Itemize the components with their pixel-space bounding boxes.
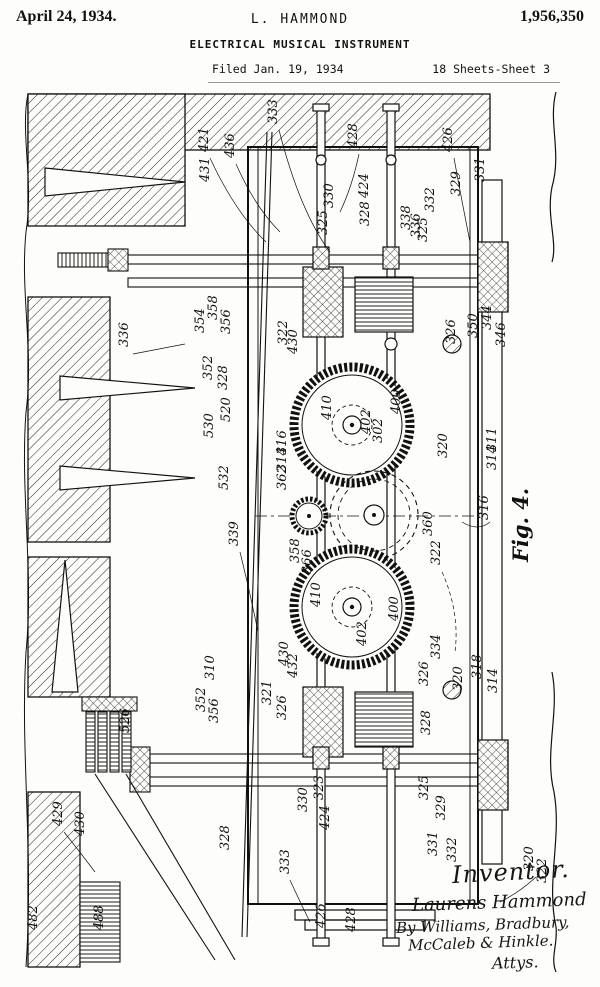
reference-numeral: 532: [217, 465, 232, 490]
reference-numeral: 432: [286, 653, 301, 679]
signature-attys: Attys.: [492, 952, 539, 973]
reference-numeral: 320: [451, 666, 466, 691]
reference-numeral: 328: [218, 825, 233, 850]
pinion-gear: [292, 499, 326, 533]
figure-label: Fig. 4.: [508, 488, 533, 563]
reference-numeral: 328: [419, 710, 434, 735]
coil-assemblies: [303, 247, 461, 769]
reference-numeral: 356: [207, 698, 222, 723]
reference-numeral: 520: [219, 397, 234, 422]
reference-numeral: 410: [320, 395, 335, 421]
reference-numeral: 339: [227, 521, 242, 546]
reference-numeral: 329: [449, 171, 464, 196]
reference-numeral: 323: [312, 775, 327, 800]
drive-rod: [242, 132, 272, 937]
reference-numeral: 424: [318, 805, 333, 831]
reference-numeral: 360: [421, 511, 436, 536]
reference-numeral: 321: [260, 680, 275, 705]
reference-numeral: 429: [51, 801, 66, 827]
reference-numeral: 314: [486, 668, 501, 693]
reference-numeral: 310: [203, 655, 218, 680]
reference-numeral: 326: [417, 661, 432, 686]
reference-numeral: 350: [466, 313, 481, 338]
reference-numeral: 530: [202, 413, 217, 438]
patent-title: ELECTRICAL MUSICAL INSTRUMENT: [0, 38, 600, 51]
inventor-name-header: L. HAMMOND: [0, 12, 600, 27]
figure-4-drawing: 3334214364314284264243303283313293323383…: [0, 92, 600, 972]
reference-numeral: 316: [477, 495, 492, 520]
reference-numeral: 346: [494, 322, 509, 347]
reference-numeral: 356: [219, 309, 234, 334]
gear-large-top: [294, 367, 410, 483]
reference-numeral: 362: [275, 465, 290, 490]
reference-numeral: 330: [322, 183, 337, 208]
reference-numeral: 325: [316, 210, 331, 235]
reference-numeral: 331: [426, 831, 441, 856]
reference-numeral: 325: [416, 217, 431, 242]
filed-date: Filed Jan. 19, 1934: [212, 62, 344, 76]
reference-numeral: 430: [73, 811, 88, 837]
reference-numeral: 331: [473, 157, 488, 182]
reference-numeral: 332: [445, 837, 460, 862]
reference-numeral: 366: [300, 549, 315, 574]
reference-numeral: 328: [358, 201, 373, 226]
reference-numeral: 318: [470, 654, 485, 679]
reference-numeral: 426: [314, 903, 329, 929]
reference-numeral: 421: [197, 127, 212, 153]
reference-numeral: 330: [296, 787, 311, 812]
reference-numeral: 334: [429, 634, 444, 659]
reference-numeral: 329: [434, 795, 449, 820]
reference-numeral: 428: [346, 123, 361, 149]
reference-numeral: 333: [278, 849, 293, 874]
reference-numeral: 436: [223, 133, 238, 159]
reference-numeral: 336: [117, 322, 132, 347]
reference-numeral: 482: [26, 905, 41, 931]
reference-numeral: 325: [417, 775, 432, 800]
sheet-number: 18 Sheets-Sheet 3: [432, 62, 550, 76]
reference-numeral: 402: [355, 621, 370, 647]
reference-numeral: 400: [387, 596, 402, 622]
patent-number: 1,956,350: [520, 8, 584, 26]
reference-numeral: 410: [309, 582, 324, 608]
reference-numeral: 314: [485, 445, 500, 470]
reference-numeral: 326: [444, 319, 459, 344]
reference-numeral: 430: [286, 329, 301, 355]
reference-numeral: 333: [266, 99, 281, 124]
reference-numeral: 488: [92, 905, 107, 931]
end-plate: [478, 180, 508, 864]
reference-numeral: 426: [441, 127, 456, 153]
reference-numeral: 326: [275, 695, 290, 720]
reference-numeral: 526: [118, 708, 133, 733]
reference-numeral: 322: [429, 540, 444, 565]
reference-numeral: 320: [436, 433, 451, 458]
reference-numeral: 424: [357, 173, 372, 199]
reference-numeral: 352: [201, 355, 216, 380]
reference-numeral: 431: [198, 157, 213, 183]
reference-numeral: 344: [480, 305, 495, 330]
header-rule: [208, 82, 560, 83]
reference-numeral: 328: [216, 365, 231, 390]
reference-numeral: 428: [344, 907, 359, 933]
reference-numeral: 400: [389, 389, 404, 415]
reference-numeral: 332: [423, 187, 438, 212]
reference-numeral: 302: [371, 418, 386, 443]
gear-hidden-middle: [330, 471, 418, 559]
